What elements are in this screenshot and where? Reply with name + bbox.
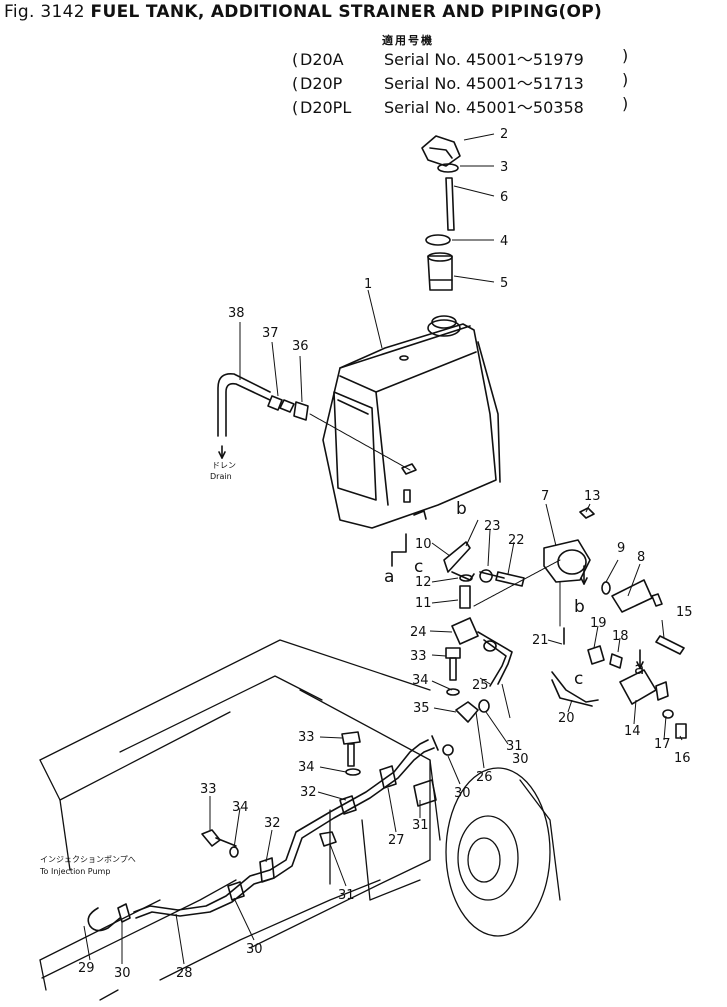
callout-10: 10 <box>415 537 432 552</box>
clamps <box>227 765 437 901</box>
callout-6: 6 <box>500 190 508 205</box>
pipe-20 <box>551 671 599 707</box>
serial-range: Serial No. 45001～51979 <box>384 50 584 69</box>
callout-30: 30 <box>246 942 263 957</box>
figure-name: FUEL TANK, ADDITIONAL STRAINER AND PIPIN… <box>90 2 603 22</box>
leader-lines <box>83 133 683 965</box>
callout-32: 32 <box>300 785 317 800</box>
connection-letters: a a b b c c <box>384 499 644 689</box>
callout-14: 14 <box>624 724 641 739</box>
annotations: ドレン Drain インジェクションポンプへ To Injection Pump <box>39 461 236 876</box>
callout-31: 31 <box>506 739 523 754</box>
callout-11: 11 <box>415 596 432 611</box>
valve-assembly <box>587 635 687 739</box>
engine-frame <box>39 639 561 1001</box>
callout-33: 33 <box>410 649 427 664</box>
callout-28: 28 <box>176 966 193 981</box>
callout-17: 17 <box>654 737 671 752</box>
callout-5: 5 <box>500 276 508 291</box>
callout-24: 24 <box>410 625 427 640</box>
model-name: D20P <box>300 74 343 93</box>
callout-1: 1 <box>364 277 372 292</box>
connection-bracket <box>391 533 407 553</box>
model-name: D20PL <box>300 98 352 117</box>
callout-8: 8 <box>637 550 645 565</box>
callout-3: 3 <box>500 160 508 175</box>
callout-4: 4 <box>500 234 508 249</box>
callout-12: 12 <box>415 575 432 590</box>
filler-cap-assembly <box>421 135 461 291</box>
drain-label-jp: ドレン <box>212 461 236 470</box>
serial-range: Serial No. 45001～50358 <box>384 98 584 117</box>
applicability-label: 適用号機 <box>382 34 434 47</box>
drain-pipe <box>217 372 309 459</box>
figure-title: Fig. 3142 FUEL TANK, ADDITIONAL STRAINER… <box>4 2 724 26</box>
callout-22: 22 <box>508 533 525 548</box>
callout-7: 7 <box>541 489 549 504</box>
fuel-pipe <box>87 735 439 932</box>
callout-35: 35 <box>413 701 430 716</box>
callout-31: 31 <box>412 818 429 833</box>
callout-25: 25 <box>472 678 489 693</box>
connection-letter-a: a <box>384 567 394 587</box>
callout-37: 37 <box>262 326 279 341</box>
connection-letter-a: a <box>634 659 644 679</box>
callout-30: 30 <box>114 966 131 981</box>
callout-38: 38 <box>228 306 245 321</box>
callout-33: 33 <box>298 730 315 745</box>
pump-label-en: To Injection Pump <box>39 867 110 876</box>
callout-20: 20 <box>558 711 575 726</box>
callout-36: 36 <box>292 339 309 354</box>
callout-9: 9 <box>617 541 625 556</box>
callout-23: 23 <box>484 519 501 534</box>
callout-15: 15 <box>676 605 693 620</box>
figure-number: Fig. 3142 <box>4 2 85 22</box>
serial-range: Serial No. 45001～51713 <box>384 74 584 93</box>
callout-27: 27 <box>388 833 405 848</box>
fitting-35 <box>442 699 490 756</box>
callout-33: 33 <box>200 782 217 797</box>
fuel-tank <box>322 315 501 529</box>
pump-label-jp: インジェクションポンプへ <box>40 855 136 864</box>
drain-label-en: Drain <box>210 472 232 481</box>
callout-30: 30 <box>512 752 529 767</box>
bracket <box>443 541 525 609</box>
callout-13: 13 <box>584 489 601 504</box>
callout-30: 30 <box>454 786 471 801</box>
callout-34: 34 <box>298 760 315 775</box>
callout-34: 34 <box>412 673 429 688</box>
callout-29: 29 <box>78 961 95 976</box>
callout-32: 32 <box>264 816 281 831</box>
callout-18: 18 <box>612 629 629 644</box>
connector-24 <box>451 617 513 687</box>
callout-2: 2 <box>500 127 508 142</box>
callout-19: 19 <box>590 616 607 631</box>
callout-numbers: 1 2 3 4 5 6 7 8 9 10 11 12 13 14 15 16 1… <box>78 127 693 981</box>
connection-letter-c: c <box>414 557 423 577</box>
callout-26: 26 <box>476 770 493 785</box>
model-name: D20A <box>300 50 344 69</box>
callout-16: 16 <box>674 751 691 766</box>
callout-34: 34 <box>232 800 249 815</box>
connection-letter-c: c <box>574 669 583 689</box>
callout-21: 21 <box>532 633 549 648</box>
connection-letter-b: b <box>456 499 467 519</box>
connection-letter-b: b <box>574 597 585 617</box>
callout-31: 31 <box>338 888 355 903</box>
